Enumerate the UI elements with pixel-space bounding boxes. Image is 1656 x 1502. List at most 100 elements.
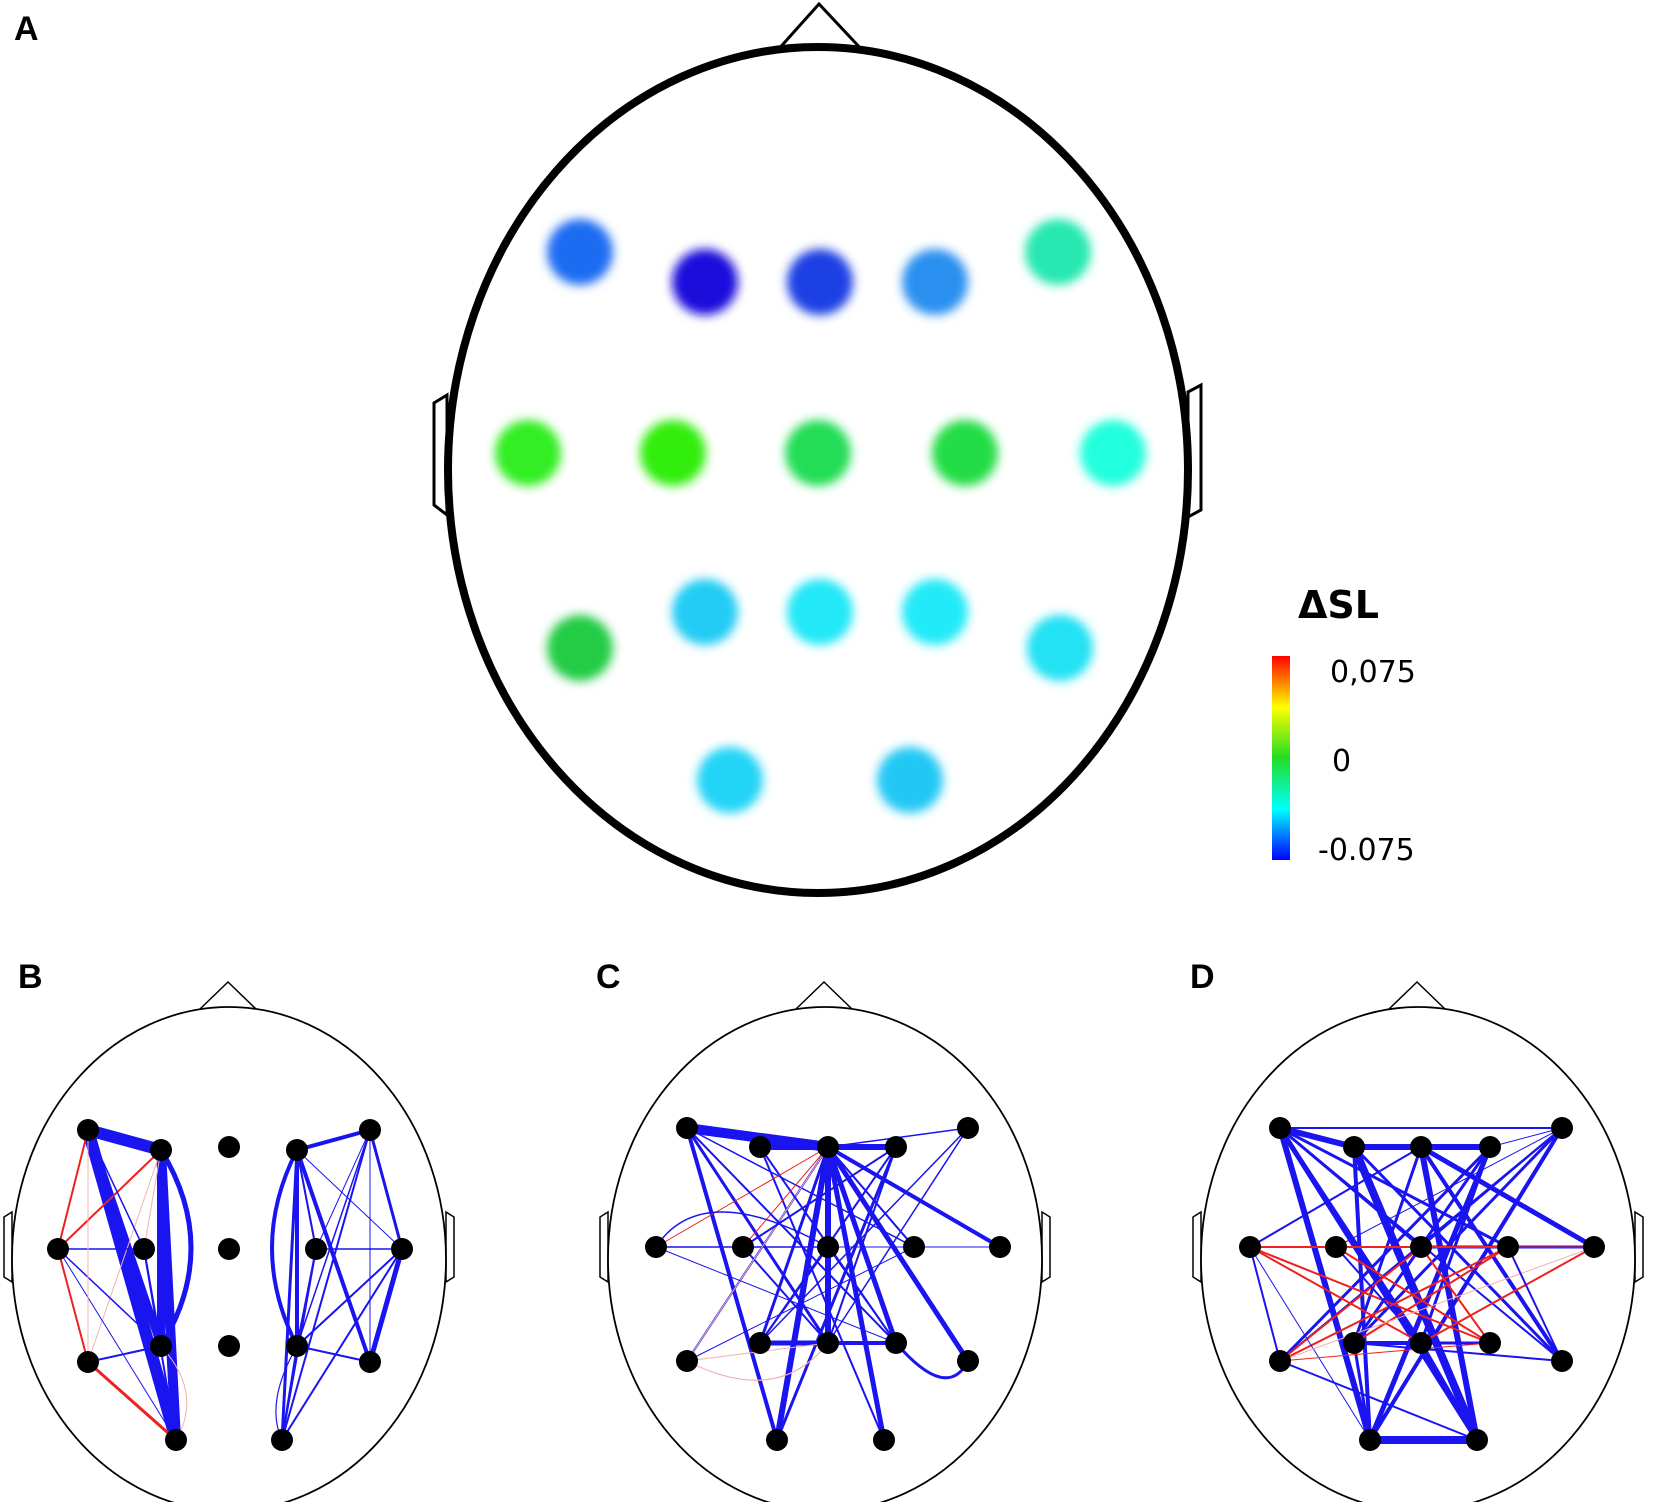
electrode-blob (1027, 615, 1093, 681)
connection-edge (1352, 1145, 1564, 1363)
electrode-node (286, 1139, 308, 1161)
electrode-node (1343, 1332, 1365, 1354)
connection-edge (1418, 1144, 1597, 1250)
panel-a-label: A (14, 10, 39, 48)
panel-c-label: C (596, 958, 621, 996)
connection-edge (686, 1146, 829, 1362)
electrode-blob (640, 420, 706, 486)
connection-edge (655, 1146, 829, 1248)
electrode-node (305, 1238, 327, 1260)
electrode-node (1479, 1136, 1501, 1158)
connection-edge (685, 1126, 830, 1345)
connection-edge (686, 1342, 829, 1381)
connection-edge (759, 1127, 969, 1344)
connection-edge (1420, 1246, 1491, 1344)
connection-edge (827, 1146, 915, 1248)
electrode-node (1343, 1136, 1365, 1158)
electrode-blob (785, 420, 851, 486)
electrode-node (885, 1136, 907, 1158)
electrode-blob (902, 249, 968, 315)
nose (795, 980, 853, 1010)
connection-edge (1249, 1246, 1422, 1344)
connection-edge (281, 1129, 371, 1441)
electrode-node (957, 1350, 979, 1372)
right-ear (1041, 1210, 1051, 1284)
electrode-node (1359, 1429, 1381, 1451)
connection-edge (686, 1127, 897, 1344)
connection-edge (686, 1246, 915, 1362)
left-ear (599, 1210, 609, 1284)
electrode-blob (547, 219, 613, 285)
electrode-node (766, 1429, 788, 1451)
electrode-node (1551, 1117, 1573, 1139)
electrode-node (218, 1335, 240, 1357)
connection-edge (86, 1360, 178, 1442)
connection-edge (827, 1146, 897, 1344)
connection-edge (82, 1124, 167, 1156)
panel-a: A (14, 1, 1203, 897)
panel-b: B (3, 958, 455, 1502)
connection-edge (160, 1345, 188, 1441)
electrode-node (1551, 1350, 1573, 1372)
electrode-blob (787, 249, 853, 315)
connection-edge (143, 1149, 162, 1250)
topomap-electrodes (495, 219, 1146, 813)
electrode-node (286, 1335, 308, 1357)
electrode-node (1269, 1350, 1291, 1372)
nose (199, 980, 257, 1010)
electrode-node (732, 1236, 754, 1258)
electrode-blob (697, 747, 763, 813)
connection-edge (742, 1146, 897, 1248)
connection-edge (1278, 1126, 1423, 1345)
connection-edge (367, 1246, 405, 1365)
electrode-node (817, 1136, 839, 1158)
connection-edge (1335, 1246, 1422, 1344)
electrode-node (1410, 1332, 1432, 1354)
electrode-node (817, 1332, 839, 1354)
connection-edge (1489, 1127, 1563, 1148)
connection-edge (1279, 1360, 1478, 1441)
electrode-node (391, 1238, 413, 1260)
connection-edge (742, 1146, 829, 1248)
nose-a (774, 1, 866, 54)
electrode-node (817, 1236, 839, 1258)
panel-d-label: D (1190, 958, 1215, 996)
electrode-node (676, 1350, 698, 1372)
connection-edge (825, 1144, 887, 1443)
electrode-node (1269, 1117, 1291, 1139)
electrode-node (165, 1429, 187, 1451)
connection-edge (158, 1148, 194, 1348)
panel-b-label: B (18, 958, 43, 996)
electrode-blob (495, 420, 561, 486)
connection-edge (57, 1248, 89, 1363)
connection-edge (1249, 1246, 1281, 1362)
colorbar-tick-mid: 0 (1332, 744, 1351, 779)
electrode-node (676, 1117, 698, 1139)
connection-edge (1277, 1125, 1357, 1150)
connection-edge (1420, 1127, 1563, 1248)
electrode-node (218, 1136, 240, 1158)
connection-edge (825, 1144, 971, 1364)
connection-edge (87, 1129, 145, 1250)
connection-edge (315, 1129, 371, 1250)
electrode-node (359, 1119, 381, 1141)
electrode-node (150, 1335, 172, 1357)
connection-edge (295, 1128, 372, 1152)
left-ear (1192, 1210, 1202, 1284)
connection-edge (87, 1149, 162, 1363)
electrode-node (271, 1429, 293, 1451)
connection-edge (1249, 1146, 1422, 1248)
connection-edge (368, 1128, 404, 1251)
connection-edge (1368, 1126, 1564, 1442)
right-ear (445, 1210, 455, 1284)
electrode-blob (902, 579, 968, 645)
electrode-blob (932, 420, 998, 486)
electrode-node (77, 1119, 99, 1141)
electrode-node (1239, 1236, 1261, 1258)
electrode-node (1497, 1236, 1519, 1258)
connection-edge (826, 1145, 1002, 1249)
electrode-blob (877, 747, 943, 813)
electrode-node (749, 1136, 771, 1158)
electrode-node (903, 1236, 925, 1258)
